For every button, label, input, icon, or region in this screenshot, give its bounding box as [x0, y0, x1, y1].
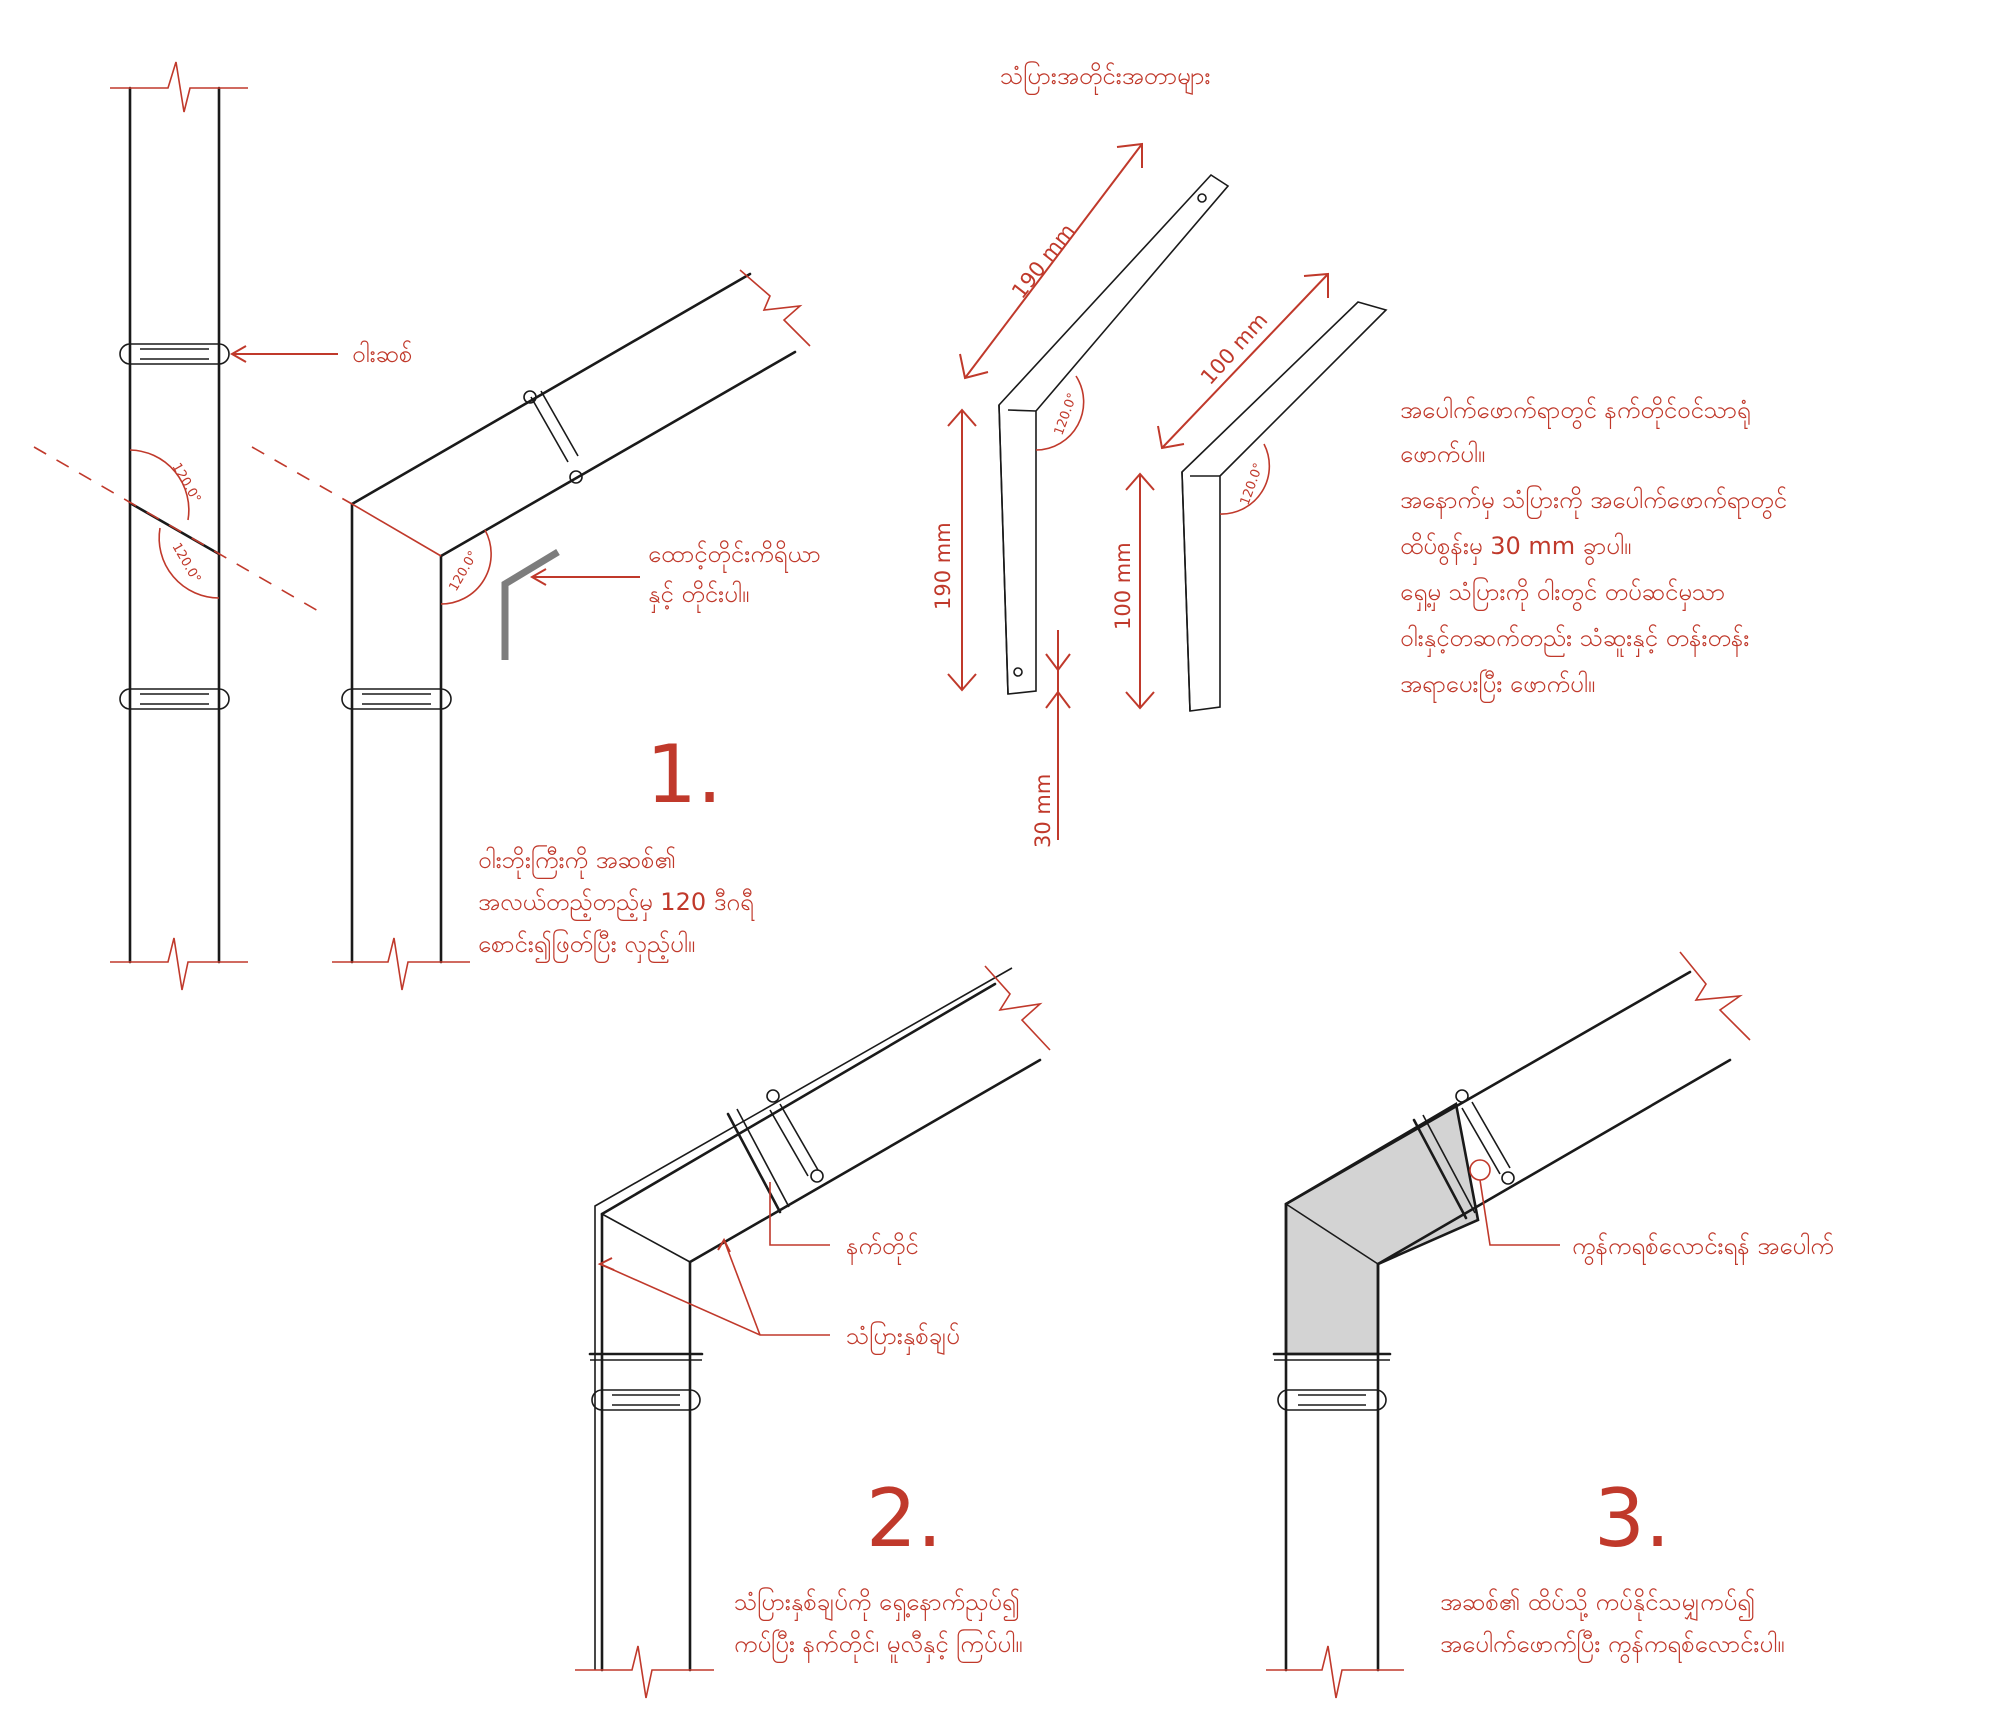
angle-label-bent: 120.0° — [446, 549, 481, 594]
plate-title: သံပြားအတိုင်းအတာများ — [1000, 60, 1210, 95]
bent-node-ring-lower — [341, 688, 452, 710]
step2-number: 2. — [866, 1472, 942, 1565]
concrete-fill — [1284, 1101, 1480, 1356]
instr-line2: ဖောက်ပါ။ — [1400, 439, 1485, 468]
joint-label-line1: ထောင့်တိုင်းကိရိယာ — [648, 539, 821, 573]
step3-number: 3. — [1594, 1472, 1670, 1565]
plate2-angle: 120.0° — [1238, 461, 1267, 507]
step3-line1: အဆစ်၏ ထိပ်သို့ ကပ်နိုင်သမျှကပ်၍ — [1440, 1587, 1755, 1621]
plate2-diag-dim: 100 mm — [1196, 308, 1272, 389]
step1-block: 1. ဝါးဘိုးကြီးကို အဆစ်၏ အလယ်တည့်တည့်မှ 1… — [478, 728, 755, 964]
step2-callouts: နက်တိုင် သံပြားနှစ်ချပ် — [597, 1182, 960, 1356]
mortar-hole-label: ကွန်ကရစ်လောင်းရန် အပေါက် — [1572, 1231, 1834, 1266]
step1-line2: အလယ်တည့်တည့်မှ 120 ဒီဂရီ — [478, 887, 755, 922]
instr-line6: ဝါးနှင့်တဆက်တည်း သံဆူးနှင့် တန်းတန်း — [1400, 623, 1749, 658]
step1-line3: စောင်း၍ဖြတ်ပြီး လှည့်ပါ။ — [478, 928, 695, 964]
band-label: ဝါးဆစ် — [352, 339, 412, 368]
band-callout: ဝါးဆစ် — [229, 339, 412, 368]
angle-label-upper: 120.0° — [169, 461, 204, 506]
plate-100: 100 mm 100 mm 120.0° — [1111, 272, 1388, 712]
plate1-diag-dim: 190 mm — [1007, 219, 1080, 303]
plate-strap-label: သံပြားနှစ်ချပ် — [846, 1320, 960, 1356]
node-ring-upper — [119, 343, 230, 365]
diag-node-ring — [523, 390, 583, 484]
step2-line1: သံပြားနှစ်ချပ်ကို ရှေ့နောက်ညှပ်၍ — [734, 1586, 1020, 1622]
step3-pole — [1266, 951, 1751, 1699]
node-ring-lower — [119, 688, 230, 710]
joint-label-line2: နှင့် တိုင်းပါ။ — [648, 579, 749, 614]
plate1-vert-dim: 190 mm — [931, 522, 955, 610]
plate1-angle: 120.0° — [1052, 391, 1081, 437]
straight-pole: 120.0° 120.0° — [33, 61, 321, 991]
step3-block: 3. အဆစ်၏ ထိပ်သို့ ကပ်နိုင်သမျှကပ်၍ အပေါက… — [1440, 1472, 1785, 1664]
instr-line1: အပေါက်ဖောက်ရာတွင် နက်တိုင်ဝင်သာရုံ — [1400, 395, 1751, 430]
angle-arc-upper — [129, 449, 190, 521]
angle-gauge-icon — [501, 549, 560, 660]
step1-number: 1. — [646, 728, 722, 821]
pour-hole-icon — [1469, 1159, 1491, 1181]
step2-block: 2. သံပြားနှစ်ချပ်ကို ရှေ့နောက်ညှပ်၍ ကပ်ပ… — [734, 1472, 1022, 1664]
angle-label-lower: 120.0° — [169, 541, 204, 586]
bent-pole: 120.0° — [251, 269, 811, 991]
step1-line1: ဝါးဘိုးကြီးကို အဆစ်၏ — [478, 844, 676, 879]
instr-line7: အရာပေးပြီး ဖောက်ပါ။ — [1400, 668, 1595, 703]
instr-line5: ရှေ့မှ သံပြားကို ဝါးတွင် တပ်ဆင်မှသာ — [1400, 576, 1725, 612]
angle-arc-lower — [158, 527, 220, 599]
step2-pole — [575, 965, 1051, 1699]
instr-line4: ထိပ်စွန်းမှ 30 mm ခွာပါ။ — [1400, 531, 1631, 566]
plate1-bottom-dim: 30 mm — [1031, 774, 1055, 848]
step3-callout: ကွန်ကရစ်လောင်းရန် အပေါက် — [1479, 1179, 1834, 1266]
instructions-block: အပေါက်ဖောက်ရာတွင် နက်တိုင်ဝင်သာရုံ ဖောက်… — [1400, 395, 1787, 703]
nail-label: နက်တိုင် — [846, 1231, 919, 1265]
step2-line2: ကပ်ပြီး နက်တိုင်၊ မူလီနှင့် ကြပ်ပါ။ — [734, 1628, 1022, 1664]
joint-callout: ထောင့်တိုင်းကိရိယာ နှင့် တိုင်းပါ။ — [529, 539, 821, 614]
plate2-vert-dim: 100 mm — [1111, 542, 1135, 630]
instr-line3: အနောက်မှ သံပြားကို အပေါက်ဖောက်ရာတွင် — [1400, 484, 1787, 520]
step3-line2: အပေါက်ဖောက်ပြီး ကွန်ကရစ်လောင်းပါ။ — [1440, 1628, 1785, 1664]
angle-arc-bent — [440, 529, 492, 605]
